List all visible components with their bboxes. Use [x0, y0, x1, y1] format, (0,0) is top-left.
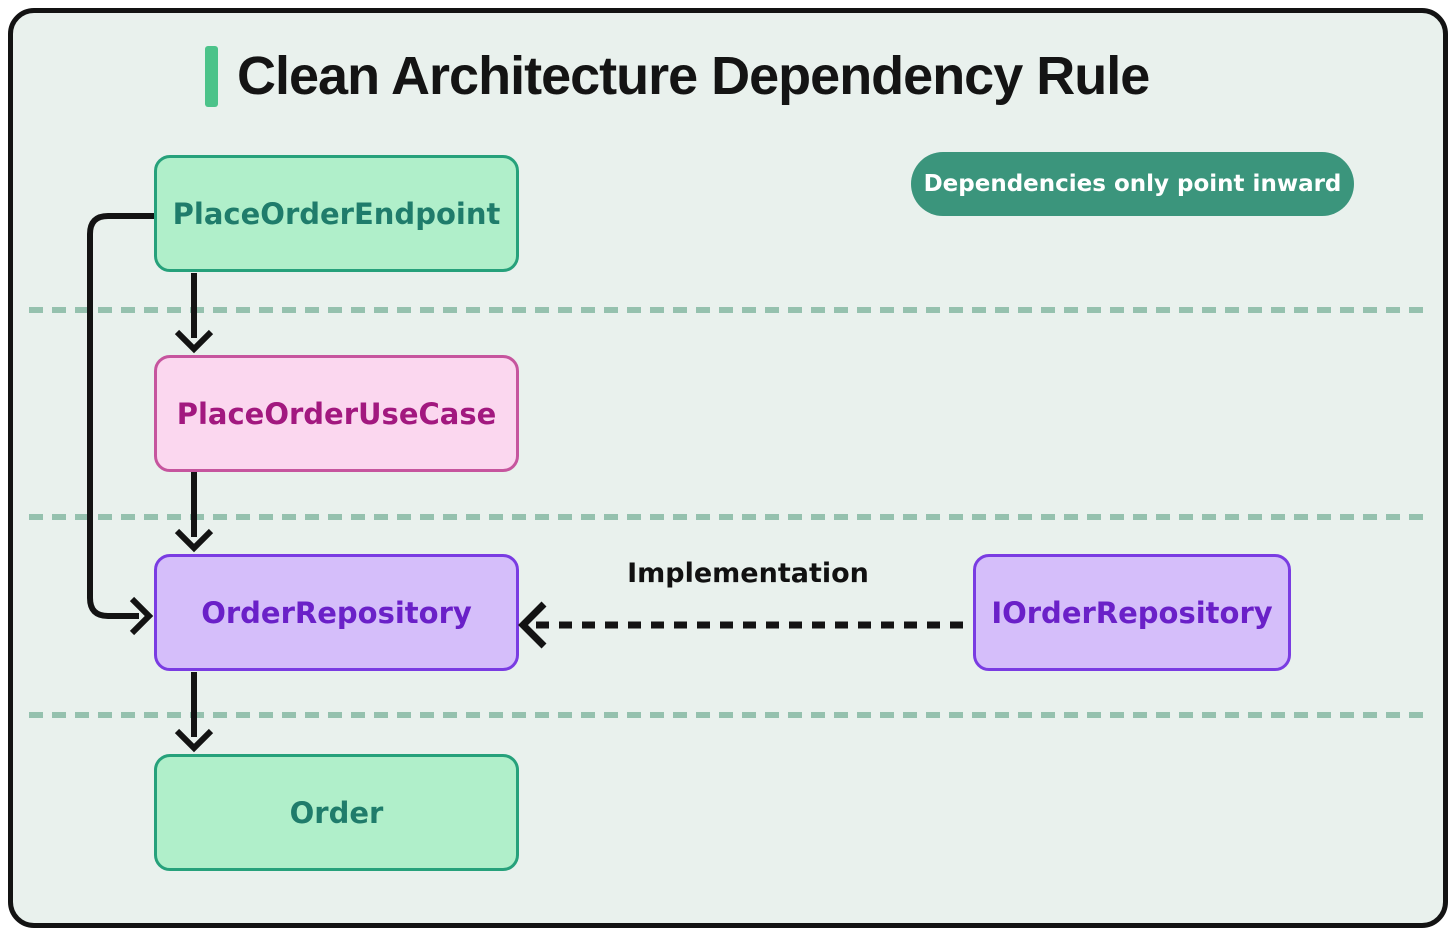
title-row: Clean Architecture Dependency Rule — [205, 43, 1150, 109]
page-title: Clean Architecture Dependency Rule — [237, 46, 1150, 106]
node-label: IOrderRepository — [991, 595, 1273, 630]
arrowhead-left-icon — [518, 601, 547, 649]
arrowhead-down-icon — [174, 528, 214, 553]
layer-divider-3 — [29, 712, 1432, 718]
arrowhead-right-icon — [129, 596, 154, 636]
arrow-endpoint-to-repository — [87, 213, 154, 619]
node-label: OrderRepository — [201, 595, 472, 630]
layer-divider-1 — [29, 307, 1432, 313]
arrowhead-down-icon — [174, 728, 214, 753]
layer-divider-2 — [29, 514, 1432, 520]
diagram-canvas: Clean Architecture Dependency Rule Depen… — [8, 8, 1448, 928]
node-label: Order — [289, 795, 384, 830]
node-place-order-use-case: PlaceOrderUseCase — [154, 355, 519, 472]
node-label: PlaceOrderUseCase — [176, 396, 497, 431]
node-label: PlaceOrderEndpoint — [172, 196, 501, 231]
node-place-order-endpoint: PlaceOrderEndpoint — [154, 155, 519, 272]
title-accent-bar — [205, 45, 218, 107]
dependencies-badge: Dependencies only point inward — [911, 152, 1354, 216]
implementation-label: Implementation — [627, 558, 869, 589]
node-order-repository: OrderRepository — [154, 554, 519, 671]
node-order: Order — [154, 754, 519, 871]
arrowhead-down-icon — [174, 329, 214, 354]
node-i-order-repository: IOrderRepository — [973, 554, 1291, 671]
